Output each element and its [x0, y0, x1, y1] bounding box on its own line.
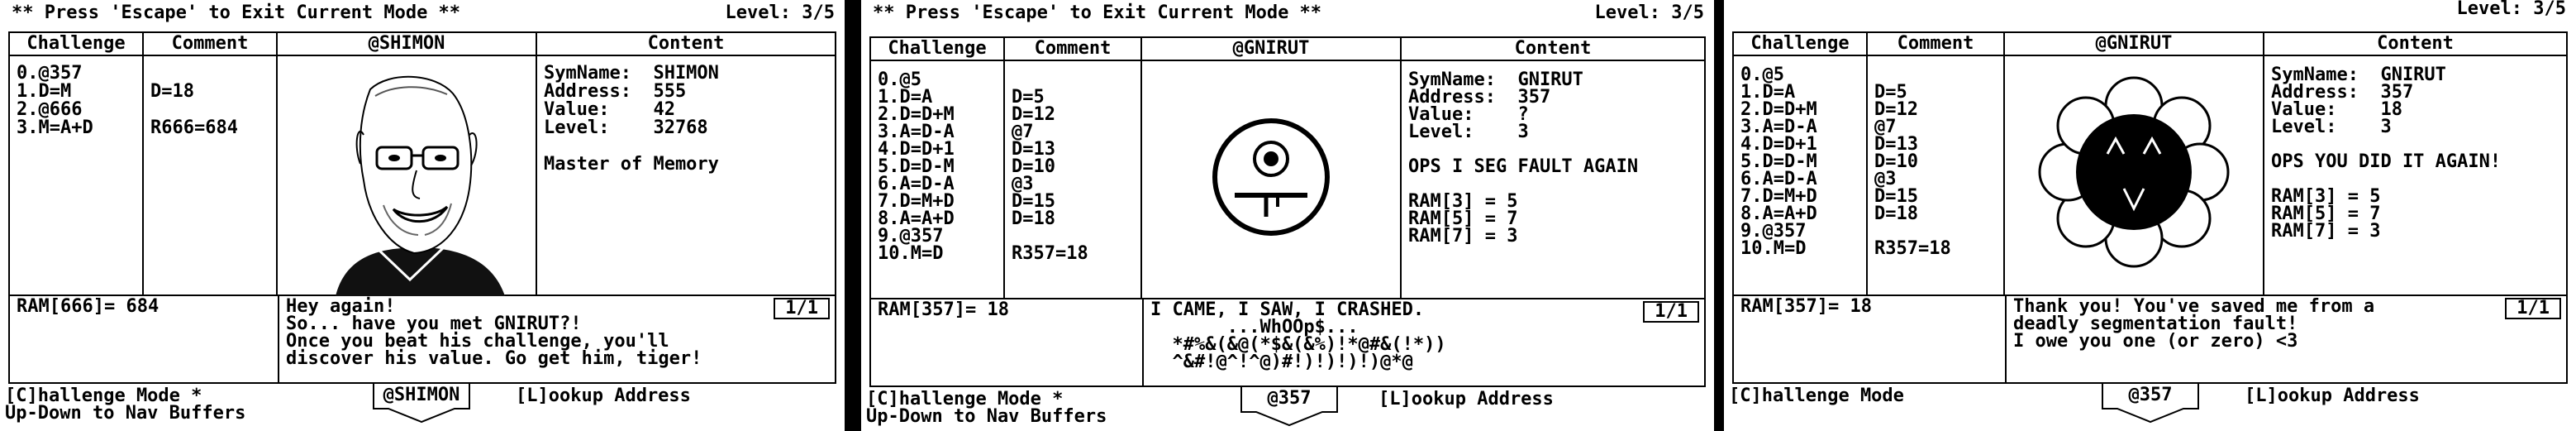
- escape-hint: ** Press 'Escape' to Exit Current Mode *…: [12, 2, 461, 23]
- page-indicator: 1/1: [774, 298, 830, 319]
- challenge-code[interactable]: 0.@357 1.D=M 2.@666 3.M=A+D: [17, 63, 93, 138]
- comment-header: Comment: [1005, 38, 1140, 61]
- lookup-address-hint[interactable]: [L]ookup Address: [1378, 389, 1554, 409]
- dialog-buffer[interactable]: I CAME, I SAW, I CRASHED. ...WhOOp$... *…: [1142, 298, 1704, 386]
- comment-lines: D=5 D=12 @7 D=13 D=10 @3 D=15 D=18 R357=…: [1012, 87, 1088, 264]
- portrait-column: @GNIRUT: [1142, 38, 1402, 298]
- level-indicator: Level: 3/5: [725, 2, 835, 23]
- target-header: @GNIRUT: [2005, 33, 2263, 56]
- target-header: @GNIRUT: [1142, 38, 1400, 61]
- challenge-mode-hint[interactable]: [C]hallenge Mode: [1729, 386, 1904, 406]
- page-indicator: 1/1: [2505, 298, 2561, 319]
- challenge-header: Challenge: [871, 38, 1003, 61]
- escape-hint: ** Press 'Escape' to Exit Current Mode *…: [873, 2, 1322, 23]
- challenge-header: Challenge: [1734, 33, 1866, 56]
- top-bar: ** Press 'Escape' to Exit Current Mode *…: [0, 0, 845, 30]
- bottom-section: RAM[357]= 18 Thank you! You've saved me …: [1732, 295, 2568, 384]
- dialog-text: Thank you! You've saved me from a deadly…: [2013, 296, 2375, 352]
- lookup-address-hint[interactable]: [L]ookup Address: [516, 386, 691, 406]
- ram-readout: RAM[357]= 18: [878, 299, 1009, 320]
- address-tab[interactable]: @357: [2101, 384, 2200, 424]
- dialog-buffer[interactable]: Thank you! You've saved me from a deadly…: [2005, 295, 2566, 382]
- content-column: Content SymName: GNIRUT Address: 357 Val…: [2264, 33, 2566, 295]
- tab-outline: [2102, 384, 2199, 424]
- game-panel-gnirut-saved: Level: 3/5 Challenge 0.@5 1.D=A 2.D=D+M …: [1724, 0, 2576, 431]
- comment-column: Comment D=18 R666=684: [144, 33, 278, 295]
- top-bar: Level: 3/5: [1724, 0, 2576, 30]
- footer-bar: [C]hallenge Mode * Up-Down to Nav Buffer…: [0, 384, 845, 431]
- footer-bar: [C]hallenge Mode @357 [L]ookup Address: [1724, 384, 2576, 431]
- level-indicator: Level: 3/5: [1594, 2, 1704, 23]
- content-header: Content: [2264, 33, 2566, 56]
- tab-outline: [1240, 387, 1338, 427]
- top-bar: ** Press 'Escape' to Exit Current Mode *…: [861, 0, 1714, 30]
- portrait-column: @SHIMON: [278, 33, 537, 296]
- challenge-code[interactable]: 0.@5 1.D=A 2.D=D+M 3.A=D-A 4.D=D+1 5.D=D…: [878, 69, 955, 264]
- address-tab[interactable]: @357: [1240, 387, 1339, 427]
- footer-bar: [C]hallenge Mode * Up-Down to Nav Buffer…: [861, 387, 1714, 431]
- content-column: Content SymName: GNIRUT Address: 357 Val…: [1402, 38, 1704, 298]
- challenge-code[interactable]: 0.@5 1.D=A 2.D=D+M 3.A=D-A 4.D=D+1 5.D=D…: [1740, 65, 1817, 259]
- address-tab-label: @SHIMON: [383, 385, 460, 405]
- content-header: Content: [537, 33, 835, 56]
- bottom-section: RAM[357]= 18 I CAME, I SAW, I CRASHED. .…: [869, 298, 1706, 387]
- game-panel-shimon: ** Press 'Escape' to Exit Current Mode *…: [0, 0, 845, 431]
- address-tab-label: @357: [2128, 385, 2173, 405]
- comment-header: Comment: [144, 33, 276, 56]
- page-indicator: 1/1: [1643, 301, 1699, 323]
- dialog-buffer[interactable]: Hey again! So... have you met GNIRUT?! O…: [278, 295, 835, 382]
- challenge-column: Challenge 0.@5 1.D=A 2.D=D+M 3.A=D-A 4.D…: [1734, 33, 1868, 295]
- content-info: SymName: GNIRUT Address: 357 Value: ? Le…: [1408, 69, 1639, 247]
- ram-readout: RAM[357]= 18: [1740, 296, 1872, 317]
- bottom-section: RAM[666]= 684 Hey again! So... have you …: [8, 295, 836, 384]
- challenge-column: Challenge 0.@5 1.D=A 2.D=D+M 3.A=D-A 4.D…: [871, 38, 1005, 298]
- comment-lines: D=18 R666=684: [150, 81, 238, 138]
- dialog-text: I CAME, I SAW, I CRASHED. ...WhOOp$... *…: [1150, 299, 1446, 372]
- challenge-header: Challenge: [10, 33, 142, 56]
- tab-outline: [373, 384, 470, 424]
- challenge-grid: Challenge 0.@5 1.D=A 2.D=D+M 3.A=D-A 4.D…: [869, 36, 1706, 299]
- comment-lines: D=5 D=12 @7 D=13 D=10 @3 D=15 D=18 R357=…: [1874, 82, 1951, 259]
- challenge-mode-hint[interactable]: [C]hallenge Mode * Up-Down to Nav Buffer…: [5, 386, 246, 424]
- portrait-column: @GNIRUT: [2005, 33, 2264, 295]
- comment-header: Comment: [1868, 33, 2003, 56]
- shimon-portrait: [336, 75, 505, 296]
- comment-column: Comment D=5 D=12 @7 D=13 D=10 @3 D=15 D=…: [1868, 33, 2005, 295]
- level-indicator: Level: 3/5: [2456, 0, 2566, 19]
- content-header: Content: [1402, 38, 1704, 61]
- panel-divider: [845, 0, 861, 431]
- challenge-grid: Challenge 0.@5 1.D=A 2.D=D+M 3.A=D-A 4.D…: [1732, 31, 2568, 296]
- panel-divider: [1714, 0, 1724, 431]
- dialog-text: Hey again! So... have you met GNIRUT?! O…: [286, 296, 702, 369]
- ram-readout: RAM[666]= 684: [17, 296, 160, 317]
- content-info: SymName: SHIMON Address: 555 Value: 42 L…: [544, 63, 719, 175]
- challenge-mode-hint[interactable]: [C]hallenge Mode * Up-Down to Nav Buffer…: [866, 389, 1107, 427]
- address-tab-label: @357: [1267, 388, 1312, 409]
- gnirut-cyclops-portrait: [1212, 118, 1330, 236]
- gnirut-flower-portrait: [2038, 76, 2230, 268]
- game-panel-gnirut-crash: ** Press 'Escape' to Exit Current Mode *…: [861, 0, 1714, 431]
- content-info: SymName: GNIRUT Address: 357 Value: 18 L…: [2271, 65, 2502, 242]
- target-header: @SHIMON: [278, 33, 536, 56]
- challenge-column: Challenge 0.@357 1.D=M 2.@666 3.M=A+D: [10, 33, 144, 295]
- content-column: Content SymName: SHIMON Address: 555 Val…: [537, 33, 835, 295]
- address-tab[interactable]: @SHIMON: [372, 384, 471, 424]
- challenge-grid: Challenge 0.@357 1.D=M 2.@666 3.M=A+D Co…: [8, 31, 836, 296]
- lookup-address-hint[interactable]: [L]ookup Address: [2245, 386, 2420, 406]
- comment-column: Comment D=5 D=12 @7 D=13 D=10 @3 D=15 D=…: [1005, 38, 1142, 298]
